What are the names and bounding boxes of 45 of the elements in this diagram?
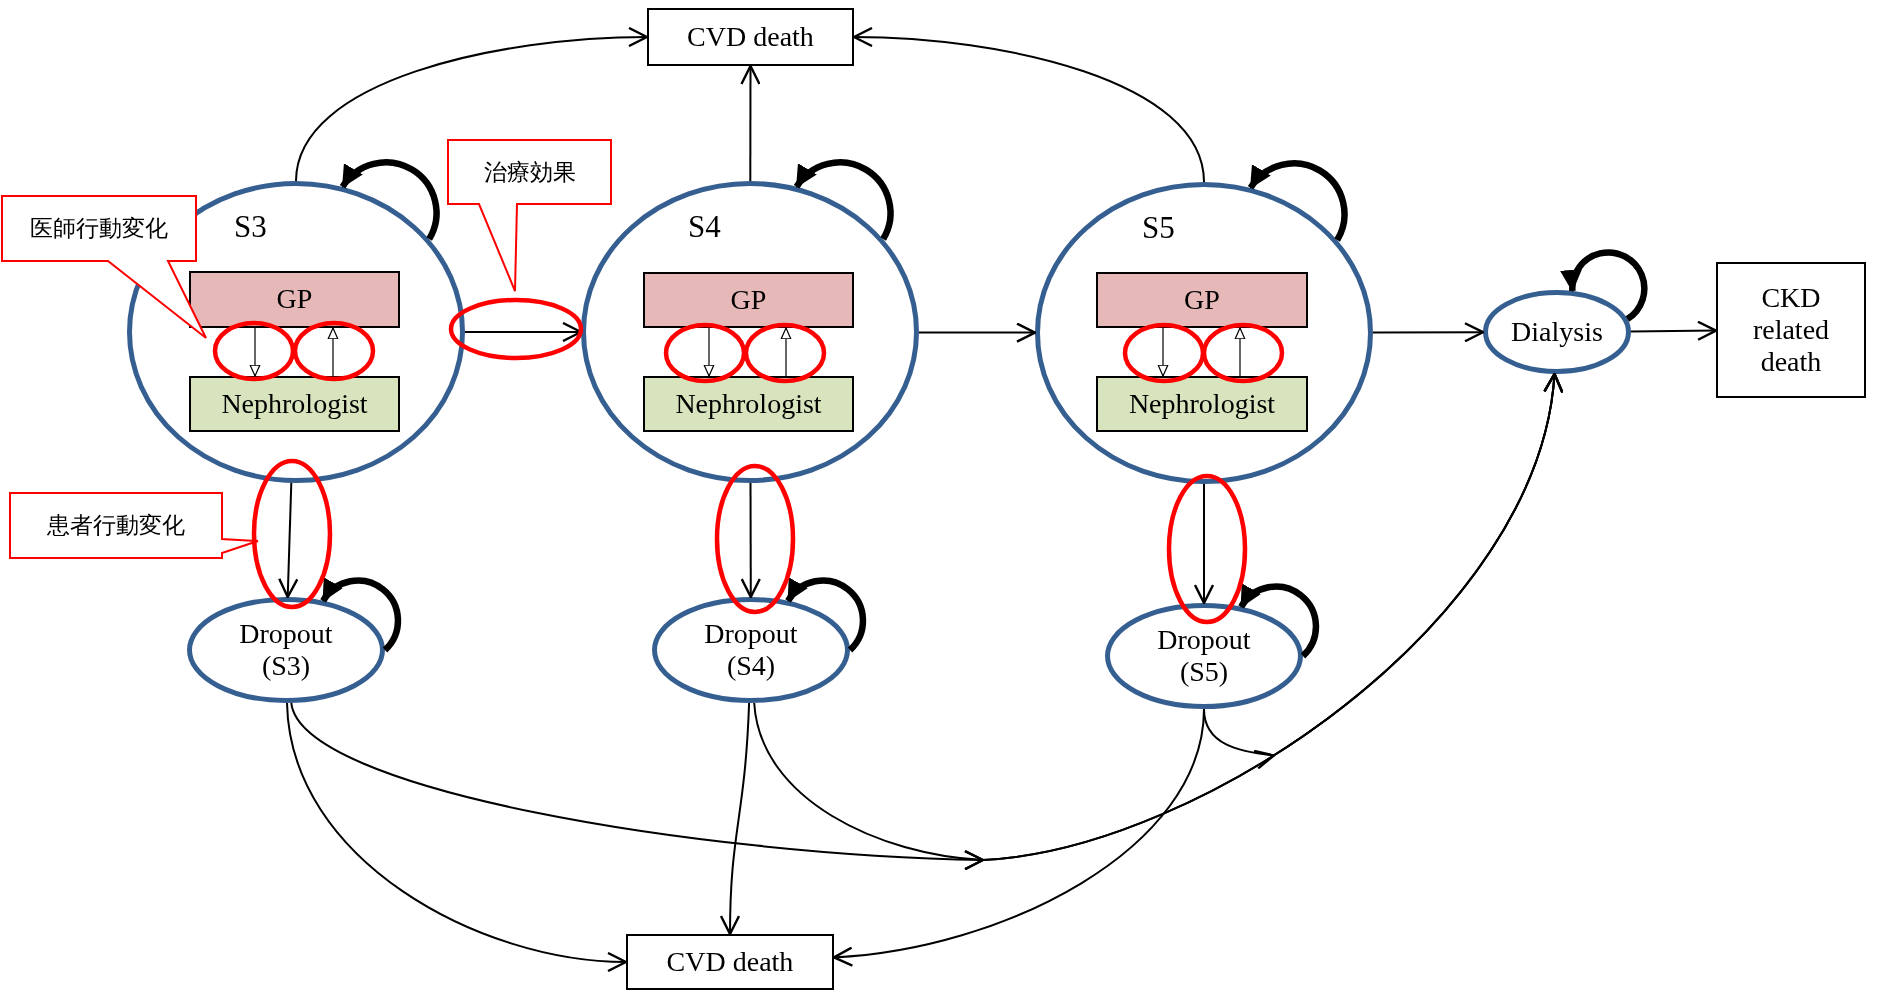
arrow	[1234, 327, 1246, 377]
stage-label: S5	[1142, 211, 1175, 246]
state-ellipse: Dialysis	[1483, 290, 1631, 374]
loop-arrow	[1247, 160, 1348, 242]
arrow	[286, 702, 628, 972]
arrow	[1203, 373, 1563, 769]
state-ellipse: Dropout (S5)	[1105, 603, 1303, 709]
role-box: Nephrologist	[1096, 376, 1308, 432]
stage-ellipse	[1035, 182, 1373, 484]
role-box: Nephrologist	[189, 376, 400, 432]
callout: 医師行動変化	[2, 196, 206, 338]
arrow	[1372, 322, 1485, 343]
arrow	[1630, 320, 1718, 341]
arrow	[852, 27, 1205, 183]
arrow	[249, 327, 261, 377]
loop-arrow	[1238, 583, 1320, 659]
loop-arrow	[339, 159, 440, 241]
outcome-box: CVD death	[647, 8, 854, 66]
state-ellipse: Dropout (S3)	[187, 597, 385, 703]
stage-ellipse	[581, 181, 919, 483]
arrow	[740, 482, 761, 599]
arrow	[295, 27, 649, 182]
arrow	[918, 322, 1037, 343]
loop-arrow	[320, 577, 402, 653]
arrow	[278, 481, 299, 599]
arrow	[780, 327, 792, 377]
outcome-box: CVD death	[626, 934, 834, 990]
outcome-box: CKD related death	[1716, 262, 1866, 398]
role-box: Nephrologist	[643, 376, 854, 432]
callout: 治療効果	[448, 140, 611, 291]
loop-arrow	[1561, 249, 1648, 322]
arrow	[720, 702, 751, 936]
role-box: GP	[643, 272, 854, 328]
role-box: GP	[189, 271, 400, 328]
arrow	[740, 64, 761, 182]
state-ellipse: Dropout (S4)	[652, 597, 850, 703]
arrow	[703, 327, 715, 377]
role-box: GP	[1096, 272, 1308, 328]
loop-arrow	[793, 159, 894, 241]
loop-arrow	[785, 577, 867, 653]
stage-label: S3	[234, 210, 267, 245]
callout: 患者行動変化	[10, 493, 258, 558]
arrow	[1157, 327, 1169, 377]
arrow	[327, 327, 339, 377]
stage-label: S4	[688, 210, 721, 245]
